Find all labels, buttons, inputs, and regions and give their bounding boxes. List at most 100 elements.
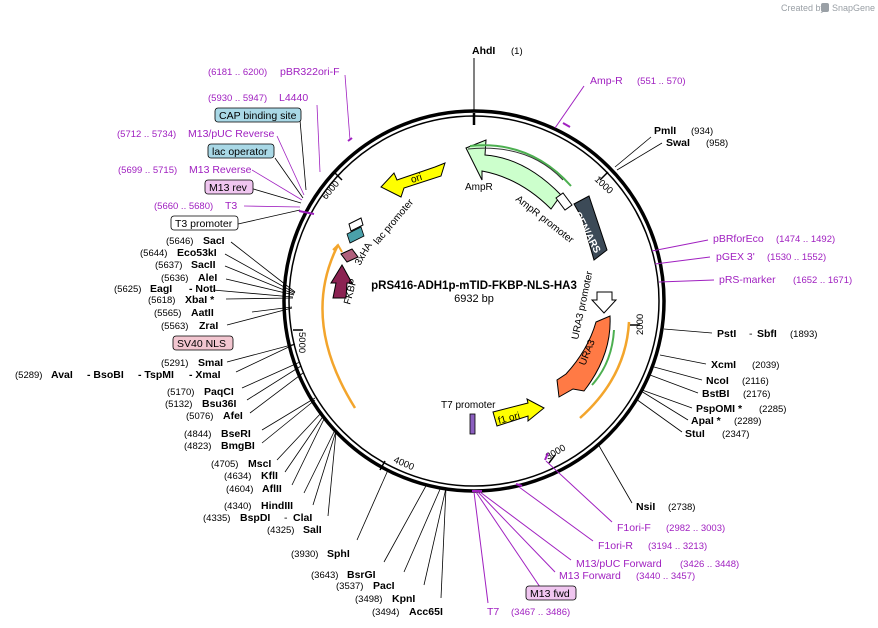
tick-label-4000: 4000 [392,455,416,473]
ampr-dark-arc [467,147,564,181]
ampr-promoter-arrow [555,192,573,211]
site-ncoi-line [653,366,703,381]
site-aatii-name: AatII [191,307,214,319]
primer-ampr-name: Amp-R [590,75,623,87]
primer-m13fwd-box [525,585,577,601]
site-hindiii-line [303,429,336,494]
primer-prsmarker-range: (1652 .. 1671) [793,275,852,286]
primer-f1orif-name: F1ori-F [617,522,651,534]
site-psti-sep: - [749,328,753,340]
primer-l4440-name: L4440 [279,92,308,104]
site-bsrgi-line [383,483,428,563]
site-stui-line [635,398,683,433]
primer-t3-name: T3 [225,200,237,212]
site-pmli-pos: (934) [691,126,713,137]
primer-t3-range: (5660 .. 5680) [154,201,213,212]
lac-operator-label: lac operator [212,146,268,158]
primer-pbrforeco-range: (1474 .. 1492) [776,234,835,245]
primer-f1orir-name: F1ori-R [598,540,633,552]
primer-m13fwdbox-name: M13 fwd [530,588,570,600]
primer-m13rev-range: (5699 .. 5715) [118,165,177,176]
f1-ori-arrow [492,398,545,427]
site-ahdi-pos: (1) [511,46,523,57]
primer-prsmarker-line [658,279,715,283]
site-paqci-pos: (5170) [167,387,194,398]
site-sali-line [327,431,337,517]
t7-promoter-label: T7 promoter [441,400,496,411]
site-zrai-pos: (5563) [161,321,188,332]
site-saci-name: SacI [203,235,225,247]
primer-m13fwd-range: (3440 .. 3457) [636,571,695,582]
site-acc65i-pos: (3494) [372,607,399,618]
lac-operator-label-box [207,143,275,159]
site-apai-pos: (2289) [734,416,761,427]
primer-m13rev-box [204,179,254,195]
primer-m13fwd-line [477,491,556,573]
primer-f1orif-line [545,460,613,523]
lac-promoter-arrow [348,217,364,232]
ori-label: ori [410,172,424,186]
site-pmli-name: PmlI [654,125,676,137]
site-nsii-pos: (2738) [668,502,695,513]
tick-label-6000: 6000 [320,179,342,202]
site-eagi-pos: (5625) [114,284,141,295]
lac-promoter-label: lac promoter [372,197,417,247]
site-ncoi-pos: (2116) [742,376,769,387]
ori-arrow [380,162,446,198]
site-msci-name: MscI [248,458,271,470]
site-xcmi-line [659,354,707,365]
primer-f1orir-line [518,486,594,542]
site-paqci-name: PaqCI [204,386,234,398]
site-apai-line [640,390,689,421]
primer-pgex3-name: pGEX 3' [716,251,755,263]
primer-m13pucfwd-line [479,491,572,561]
site-kfli-name: KflI [261,470,278,482]
site-bstbi-line [649,374,699,394]
site-bsrgi-name: BsrGI [347,569,376,581]
site-nsii-name: NsiI [636,501,655,513]
site-msci-pos: (4705) [211,459,238,470]
site-ahdi-name: AhdI [472,45,495,57]
site-sphi-name: SphI [327,548,350,560]
site-eagi-name2: - NotI [189,283,216,295]
primer-ampr-mark [562,122,571,128]
site-saci-pos: (5646) [166,236,193,247]
ampr-arrow [465,139,562,210]
primer-f1orif-range: (2982 .. 3003) [666,523,725,534]
site-apai-name: ApaI * [691,415,722,427]
primer-ampr-range: (551 .. 570) [637,76,686,87]
primer-m13fwdbox-line [475,491,541,588]
site-aflii-pos: (4604) [226,484,253,495]
site-avai-name: AvaI [51,369,73,381]
primer-ampr-line [554,85,585,129]
ura3-arrow [556,315,611,398]
site-swai-pos: (958) [706,138,728,149]
site-nsii-line [597,443,633,504]
t3-promoter-label: T3 promoter [175,218,233,230]
primer-pbrforeco-name: pBRforEco [713,233,764,245]
site-ncoi-name: NcoI [706,375,729,387]
ura3-orange-arc [579,321,631,419]
site-eco53ki-name: Eco53kI [177,247,217,259]
primer-pbr322-range: (6181 .. 6200) [208,67,267,78]
site-xcmi-pos: (2039) [752,360,779,371]
site-paci-line [403,486,442,573]
site-sali-name: SalI [303,524,322,536]
site-bseri-name: BseRI [221,428,251,440]
site-bmgbi-pos: (4823) [184,441,211,452]
site-sali-pos: (4325) [267,525,294,536]
site-bspdi-sep: - [284,512,288,524]
site-bspdi-pos: (4335) [203,513,230,524]
site-acc65i-name: Acc65I [409,606,443,618]
site-bseri-pos: (4844) [184,429,211,440]
site-xbai-name: XbaI * [185,294,215,306]
site-alei-pos: (5636) [161,273,188,284]
snapgene-logo-icon [821,3,829,12]
site-eagi-name: EagI [150,283,172,295]
primer-pbrforeco-line [651,239,709,252]
lac-operator-box [346,226,365,244]
primer-t7-name: T7 [487,606,499,618]
left-orange-arc [321,244,357,409]
ampr-label: AmpR [465,182,493,193]
